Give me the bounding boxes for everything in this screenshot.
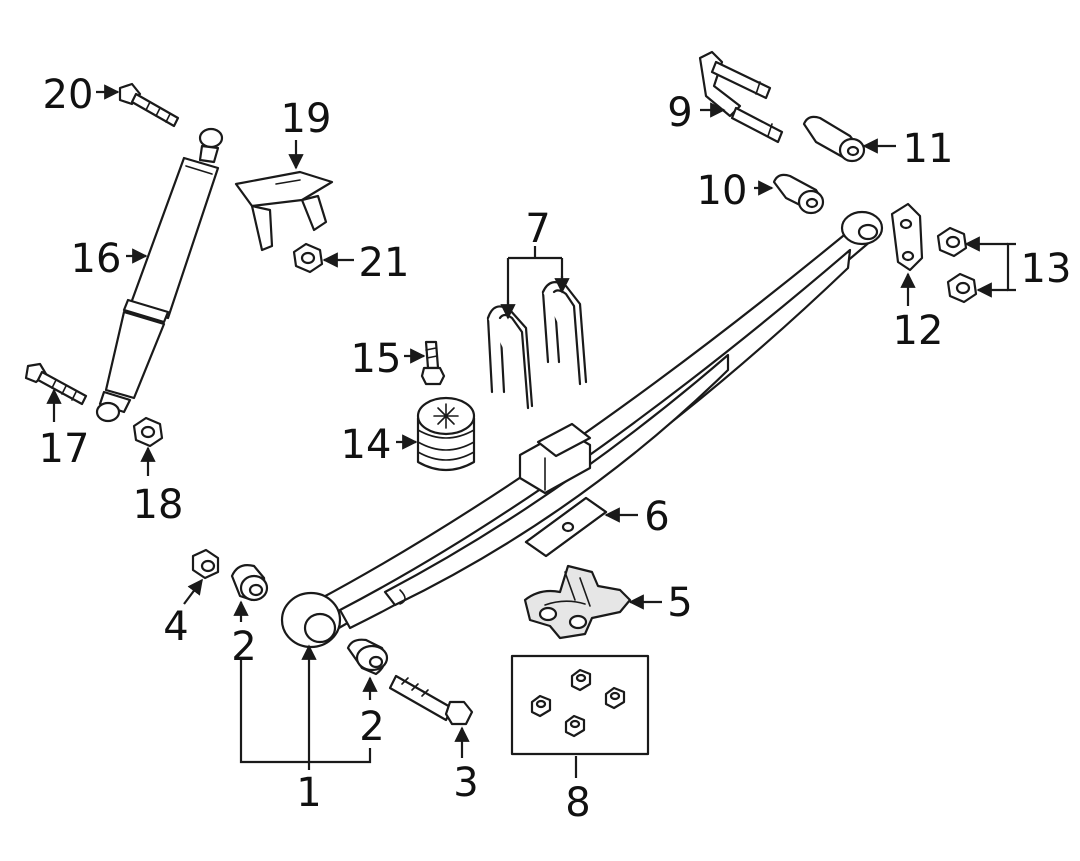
shackle [698,50,784,144]
callout-7: 7 [525,206,550,252]
callout-3: 3 [453,760,478,806]
callout-11: 11 [903,126,954,172]
callout-20: 20 [43,72,94,118]
callout-19: 19 [281,96,332,142]
callout-15: 15 [351,336,402,382]
bushing-lower [346,638,389,676]
bolt-17 [24,362,88,406]
spring-plate [523,564,632,640]
callout-8: 8 [565,780,590,826]
leader-7-bracket [506,246,564,316]
callout-1: 1 [296,770,321,816]
spacer-plate [524,496,608,558]
bolt-15 [420,340,446,386]
callout-17: 17 [39,426,90,472]
kit-nut-3 [604,686,626,710]
callout-4: 4 [163,604,188,650]
callout-13: 13 [1021,246,1072,292]
leaf-spring [280,210,884,649]
bushing-10 [772,173,825,215]
kit-nut-1 [570,668,592,692]
callout-18: 18 [133,482,184,528]
callout-21: 21 [359,240,410,286]
shackle-plate [890,202,924,272]
callout-labels: 1 2 2 3 4 5 6 7 8 9 10 11 12 13 14 15 16… [39,72,1072,826]
kit-nut-4 [564,714,586,738]
nut-13-upper [936,226,968,258]
nut-18 [132,416,164,448]
nut-21 [292,242,324,274]
bolt-20 [118,82,180,128]
callout-9: 9 [667,90,692,136]
leader-13-bracket [1006,242,1016,292]
callout-16: 16 [71,236,122,282]
nut-kit-box [510,654,650,756]
shock-absorber [95,127,224,423]
leader-lines [46,84,1016,778]
callout-10: 10 [697,168,748,214]
callout-6: 6 [644,494,669,540]
nut-4 [191,548,220,580]
bushing-11 [802,115,866,163]
callout-12: 12 [893,308,944,354]
callout-2-upper: 2 [231,624,256,670]
callout-2-lower: 2 [359,704,384,750]
bushing-upper [230,564,269,602]
leader-4 [183,578,203,605]
kit-nut-2 [530,694,552,718]
u-bolt-left [486,305,534,410]
shock-bracket [234,170,334,252]
nut-13-lower [946,272,978,304]
jounce-bumper [416,396,476,472]
leader-1-bracket [239,658,372,764]
u-bolt-right [541,281,588,386]
callout-5: 5 [667,580,692,626]
callout-14: 14 [341,422,392,468]
shackle-bolt [388,674,474,726]
